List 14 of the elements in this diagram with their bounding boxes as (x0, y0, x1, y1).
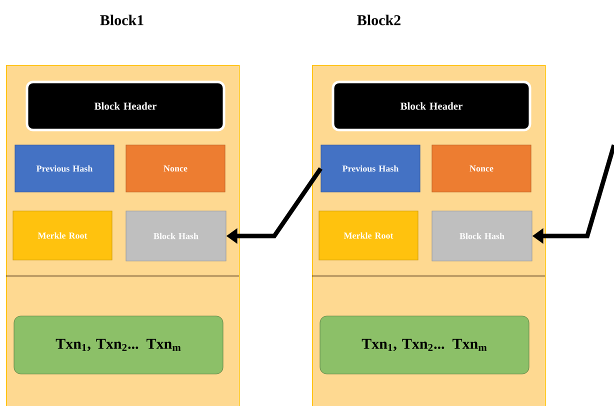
transactions-box: Txn$_{1}$, Txn$_{2}$... Txn$_{m}$ (14, 316, 224, 374)
field-box: Nonce (432, 144, 532, 192)
field-box: Block Hash (126, 210, 226, 262)
transactions-box: Txn$_{1}$, Txn$_{2}$... Txn$_{m}$ (320, 316, 530, 374)
field-box: Nonce (126, 144, 226, 192)
block-title: Block1 (100, 14, 144, 26)
header-box: Block Header (332, 80, 532, 132)
block-title: Block2 (357, 14, 400, 26)
field-box: Merkle Root (318, 210, 418, 260)
field-box: Block Hash (432, 210, 532, 262)
field-box: Previous Hash (320, 144, 420, 192)
field-box: Merkle Root (12, 210, 112, 260)
field-box: Previous Hash (14, 144, 114, 192)
header-box: Block Header (26, 80, 226, 132)
